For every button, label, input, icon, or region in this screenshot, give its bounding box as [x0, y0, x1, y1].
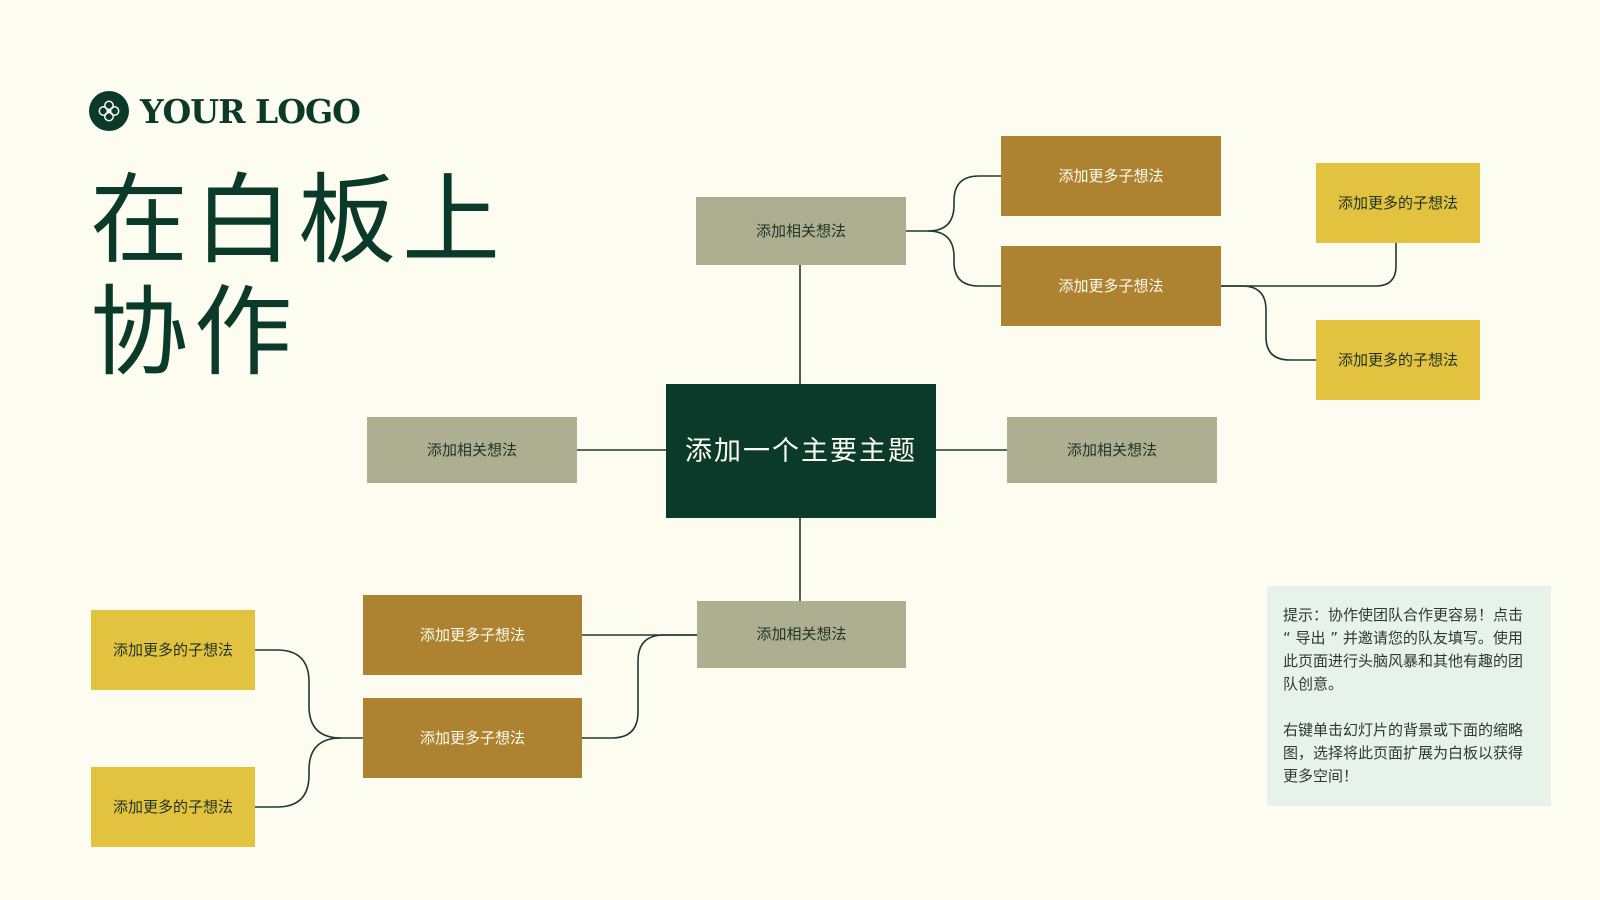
page-title: 在白板上协作 — [90, 164, 507, 390]
related-idea-top[interactable]: 添加相关想法 — [696, 197, 906, 265]
sub-idea-top-1[interactable]: 添加更多的子想法 — [1316, 163, 1480, 243]
more-idea-bottom-2[interactable]: 添加更多子想法 — [363, 698, 582, 778]
connector-more2-to-sub1 — [1221, 243, 1397, 287]
more-idea-top-2[interactable]: 添加更多子想法 — [1001, 246, 1221, 326]
flower-ornament-icon — [89, 91, 129, 131]
sub-idea-top-2[interactable]: 添加更多的子想法 — [1316, 320, 1480, 400]
tip-paragraph-1: 提示：协作使团队合作更容易！点击 “ 导出 ” 并邀请您的队友填写。使用此页面进… — [1283, 606, 1524, 693]
sub-idea-left-1[interactable]: 添加更多的子想法 — [91, 610, 255, 690]
main-topic-node[interactable]: 添加一个主要主题 — [666, 384, 936, 518]
connector-bottom-to-more-2 — [582, 634, 697, 739]
connector-more2-to-subleft-1 — [255, 649, 363, 739]
related-idea-left[interactable]: 添加相关想法 — [367, 417, 577, 483]
related-idea-right[interactable]: 添加相关想法 — [1007, 417, 1217, 483]
logo: YOUR LOGO — [89, 90, 361, 132]
sub-idea-left-2[interactable]: 添加更多的子想法 — [91, 767, 255, 847]
connector-top-to-more-1 — [906, 175, 1001, 232]
more-idea-top-1[interactable]: 添加更多子想法 — [1001, 136, 1221, 216]
connector-top-to-more-2 — [927, 230, 1001, 287]
tip-paragraph-2: 右键单击幻灯片的背景或下面的缩略图，选择将此页面扩展为白板以获得更多空间！ — [1283, 721, 1524, 785]
related-idea-bottom[interactable]: 添加相关想法 — [697, 601, 906, 668]
connector-more2-to-subleft-2 — [255, 737, 342, 808]
logo-text: YOUR LOGO — [140, 91, 361, 131]
connector-more2-to-sub2 — [1221, 285, 1316, 361]
more-idea-bottom-1[interactable]: 添加更多子想法 — [363, 595, 582, 675]
tip-box: 提示：协作使团队合作更容易！点击 “ 导出 ” 并邀请您的队友填写。使用此页面进… — [1267, 586, 1551, 806]
